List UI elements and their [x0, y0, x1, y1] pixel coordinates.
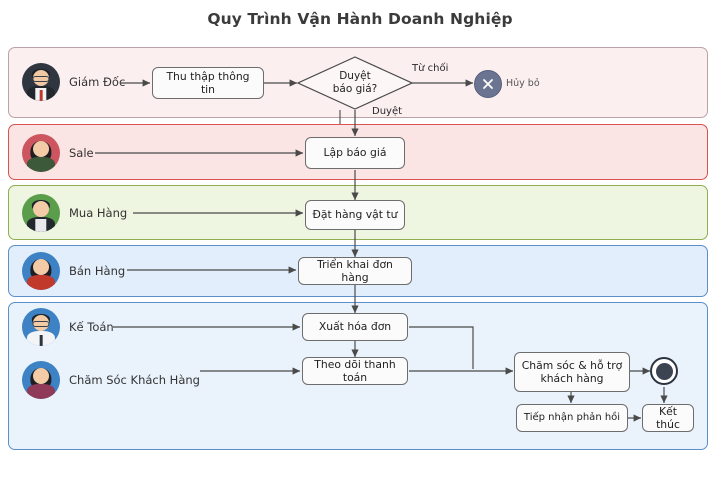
actor-label: Bán Hàng: [69, 264, 126, 278]
node-finish[interactable]: Kết thúc: [642, 404, 694, 432]
node-track-payment[interactable]: Theo dõi thanh toán: [302, 357, 408, 385]
end-circle-fill: [655, 362, 673, 380]
avatar-salesdept: [22, 252, 60, 290]
node-make-quote[interactable]: Lập báo giá: [305, 137, 405, 169]
avatar-accounting: [22, 308, 60, 346]
avatar-purchasing: [22, 194, 60, 232]
close-icon: [483, 79, 493, 89]
node-label: Duyệt báo giá?: [297, 56, 413, 110]
page-title: Quy Trình Vận Hành Doanh Nghiệp: [207, 10, 513, 28]
customer-care-line2: khách hàng: [540, 372, 604, 385]
avatar-director: [22, 63, 60, 101]
edge-label-approve: Duyệt: [372, 106, 403, 117]
actor-label: Sale: [69, 146, 94, 160]
diamond-shape: [297, 56, 413, 110]
node-approve-quote[interactable]: Duyệt báo giá?: [297, 56, 413, 110]
actor-customercare: Chăm Sóc Khách Hàng: [22, 361, 200, 399]
actor-salesdept: Bán Hàng: [22, 252, 125, 290]
actor-sale: Sale: [22, 134, 94, 172]
node-collect-info[interactable]: Thu thập thông tin: [152, 67, 264, 99]
node-end-circle[interactable]: [650, 357, 678, 385]
node-customer-care[interactable]: Chăm sóc & hỗ trợ khách hàng: [514, 352, 630, 392]
avatar-customercare: [22, 361, 60, 399]
actor-director: Giám Đốc: [22, 63, 125, 101]
actor-purchasing: Mua Hàng: [22, 194, 127, 232]
actor-label: Chăm Sóc Khách Hàng: [69, 373, 200, 387]
node-order-materials[interactable]: Đặt hàng vật tư: [305, 200, 405, 230]
actor-label: Kế Toán: [69, 320, 114, 334]
node-issue-invoice[interactable]: Xuất hóa đơn: [302, 313, 408, 341]
approve-quote-line2: báo giá?: [332, 83, 378, 95]
edge-label-reject: Từ chối: [412, 63, 449, 74]
avatar-sale: [22, 134, 60, 172]
node-cancel-circle[interactable]: [474, 70, 502, 98]
approve-quote-line1: Duyệt: [339, 70, 371, 83]
actor-accounting: Kế Toán: [22, 308, 114, 346]
customer-care-line1: Chăm sóc & hỗ trợ: [521, 358, 623, 372]
node-deploy-order[interactable]: Triển khai đơn hàng: [298, 257, 412, 285]
node-cancel-label: Hủy bỏ: [506, 78, 540, 89]
actor-label: Mua Hàng: [69, 206, 128, 220]
actor-label: Giám Đốc: [69, 75, 126, 89]
node-receive-feedback[interactable]: Tiếp nhận phản hồi: [516, 404, 628, 432]
